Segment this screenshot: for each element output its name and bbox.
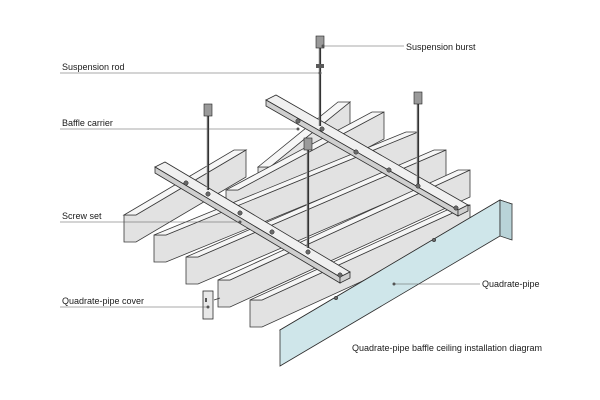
suspension-rod <box>303 137 313 248</box>
quadrate-pipe-panel <box>279 199 513 367</box>
baffle-carrier-front <box>154 161 351 284</box>
screw-set-label: Screw set <box>62 211 102 221</box>
baffle <box>217 169 471 308</box>
suspension-rod <box>413 91 423 186</box>
leader-lines <box>60 44 480 309</box>
quadrate-pipe-cover-label: Quadrate-pipe cover <box>62 296 144 306</box>
suspension-rods <box>203 35 423 248</box>
diagram-caption: Quadrate-pipe baffle ceiling installatio… <box>352 343 542 353</box>
baffle-carrier-label: Baffle carrier <box>62 118 113 128</box>
suspension-burst-label: Suspension burst <box>406 42 476 52</box>
suspension-rod <box>315 35 325 126</box>
suspension-rod-label: Suspension rod <box>62 62 125 72</box>
suspension-burst <box>315 35 325 49</box>
screw-sets <box>183 118 459 278</box>
suspension-rod <box>203 103 213 190</box>
baffle <box>249 204 471 328</box>
quadrate-pipe-label: Quadrate-pipe <box>482 279 540 289</box>
quadrate-pipe-cover <box>202 290 221 320</box>
